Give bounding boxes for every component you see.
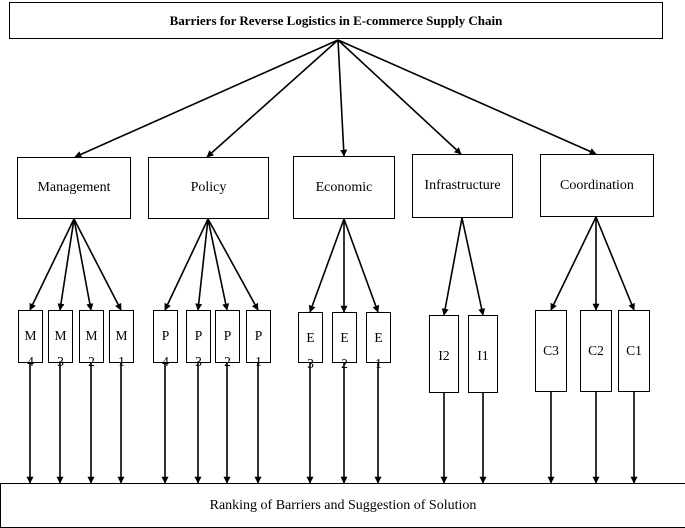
- arrow-policy-to-p3: [195, 218, 209, 311]
- arrow-economic-to-e1: [343, 218, 380, 313]
- category-coordination-label: Coordination: [560, 177, 634, 193]
- barrier-i2-label: I2: [438, 348, 450, 363]
- arrow-title-to-coordination: [337, 39, 597, 155]
- barrier-m3-label: M 3: [54, 328, 67, 369]
- category-coordination-box: Coordination: [540, 154, 654, 217]
- arrow-title-to-policy: [206, 39, 339, 158]
- barrier-e2-label: E 2: [340, 330, 349, 371]
- barrier-m2-label: M 2: [85, 328, 98, 369]
- barrier-p2-label: P 2: [223, 328, 232, 369]
- category-economic-box: Economic: [293, 156, 395, 219]
- arrow-infrastructure-to-i2: [441, 217, 463, 316]
- barrier-m3-box: M 3: [48, 310, 73, 369]
- barrier-m1-label: M 1: [115, 328, 128, 369]
- arrow-policy-to-p4: [164, 218, 209, 311]
- category-economic-label: Economic: [315, 179, 373, 195]
- arrow-infrastructure-to-i1: [461, 217, 486, 316]
- barrier-m4-label: M 4: [24, 328, 37, 369]
- title-box: Barriers for Reverse Logistics in E-comm…: [9, 2, 663, 39]
- barrier-p2-box: P 2: [215, 310, 240, 369]
- category-management-box: Management: [17, 157, 131, 219]
- barrier-c2-label: C2: [588, 343, 604, 358]
- barrier-i2-box: I2: [429, 315, 459, 393]
- category-policy-label: Policy: [190, 180, 227, 195]
- barrier-c3-box: C3: [535, 310, 567, 392]
- barrier-p3-label: P 3: [194, 328, 203, 369]
- barrier-p3-box: P 3: [186, 310, 211, 369]
- bottom-box: Ranking of Barriers and Suggestion of So…: [0, 483, 685, 528]
- category-infrastructure-label: Infrastructure: [424, 178, 501, 193]
- barrier-p1-label: P 1: [254, 328, 263, 369]
- title-label: Barriers for Reverse Logistics in E-comm…: [169, 12, 503, 28]
- bottom-label: Ranking of Barriers and Suggestion of So…: [209, 497, 477, 513]
- arrow-coordination-to-c1: [595, 216, 635, 311]
- arrow-title-to-economic: [337, 39, 348, 157]
- barrier-e3-box: E 3: [298, 312, 323, 371]
- barrier-e1-box: E 1: [366, 312, 391, 371]
- barrier-e2-box: E 2: [332, 312, 357, 371]
- arrow-economic-to-e3: [308, 218, 345, 313]
- barrier-c2-box: C2: [580, 310, 612, 392]
- arrow-coordination-to-c3: [550, 216, 597, 311]
- barrier-c1-label: C1: [626, 343, 642, 358]
- arrow-title-to-management: [74, 39, 339, 158]
- barrier-c3-label: C3: [543, 343, 559, 358]
- barrier-i1-label: I1: [477, 348, 489, 363]
- arrow-title-to-infrastructure: [337, 39, 462, 155]
- barrier-m1-box: M 1: [109, 310, 134, 369]
- arrow-management-to-m1: [73, 218, 122, 311]
- category-infrastructure-box: Infrastructure: [412, 154, 513, 218]
- barrier-m2-box: M 2: [79, 310, 104, 369]
- barrier-e1-label: E 1: [374, 330, 383, 371]
- category-management-label: Management: [37, 180, 111, 195]
- barrier-p4-box: P 4: [153, 310, 178, 369]
- barrier-m4-box: M 4: [18, 310, 43, 369]
- barrier-p1-box: P 1: [246, 310, 271, 369]
- barrier-i1-box: I1: [468, 315, 498, 393]
- arrow-policy-to-p1: [207, 218, 259, 311]
- barrier-e3-label: E 3: [306, 330, 315, 371]
- arrow-management-to-m4: [29, 218, 75, 311]
- arrow-management-to-m2: [73, 218, 94, 311]
- category-policy-box: Policy: [148, 157, 269, 219]
- arrow-policy-to-p2: [207, 218, 230, 311]
- barrier-c1-box: C1: [618, 310, 650, 392]
- arrow-management-to-m3: [57, 218, 75, 311]
- barrier-p4-label: P 4: [161, 328, 170, 369]
